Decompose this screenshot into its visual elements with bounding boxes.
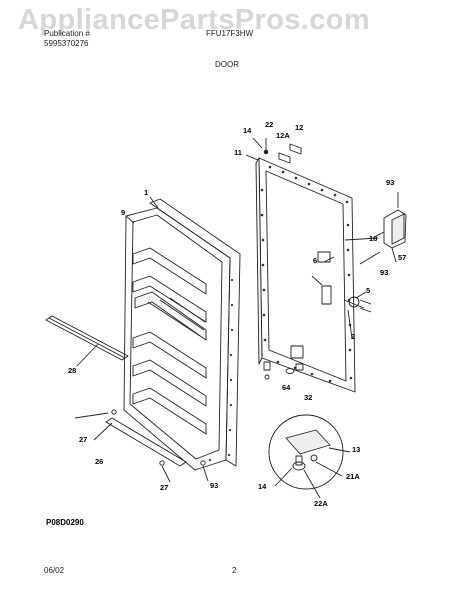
callout-2: 2 [351,332,356,341]
model-line: FFU17F3HW [206,29,254,38]
publication-number: 5995370276 [44,39,89,48]
callout-12: 12 [295,123,304,132]
diagram-id: P08D0290 [46,518,84,527]
callout-12a: 12A [276,131,290,140]
section-title: DOOR [215,60,239,69]
callout-32: 32 [304,393,313,402]
callout-9: 9 [121,208,126,217]
inner-door-liner [123,198,241,471]
callout-11: 11 [234,148,242,157]
callout-1: 1 [144,188,149,197]
callout-57: 57 [398,253,407,262]
watermark: AppliancePartsPros.com [18,4,371,36]
callout-18: 18 [369,234,378,243]
callout-5: 5 [366,286,371,295]
callout-28: 28 [68,366,77,375]
footer-date: 06/02 [44,566,65,575]
callout-64: 64 [282,383,291,392]
callout-22a: 22A [314,499,328,508]
callout-93-right: 93 [380,268,389,277]
callout-27-left: 27 [79,435,88,444]
callout-6: 6 [313,256,318,265]
outer-door-panel [255,157,356,393]
callout-13: 13 [352,445,361,454]
callout-93-top: 93 [386,178,395,187]
footer-page-number: 2 [232,566,237,575]
callout-26: 26 [95,457,104,466]
callout-27-bottom: 27 [160,483,169,492]
publication-label: Publication # [44,29,90,38]
callout-14-detail: 14 [258,482,267,491]
callout-93-bottom: 93 [210,481,219,490]
callout-22: 22 [265,120,274,129]
callout-21a: 21A [346,472,360,481]
callout-14-top: 14 [243,126,252,135]
